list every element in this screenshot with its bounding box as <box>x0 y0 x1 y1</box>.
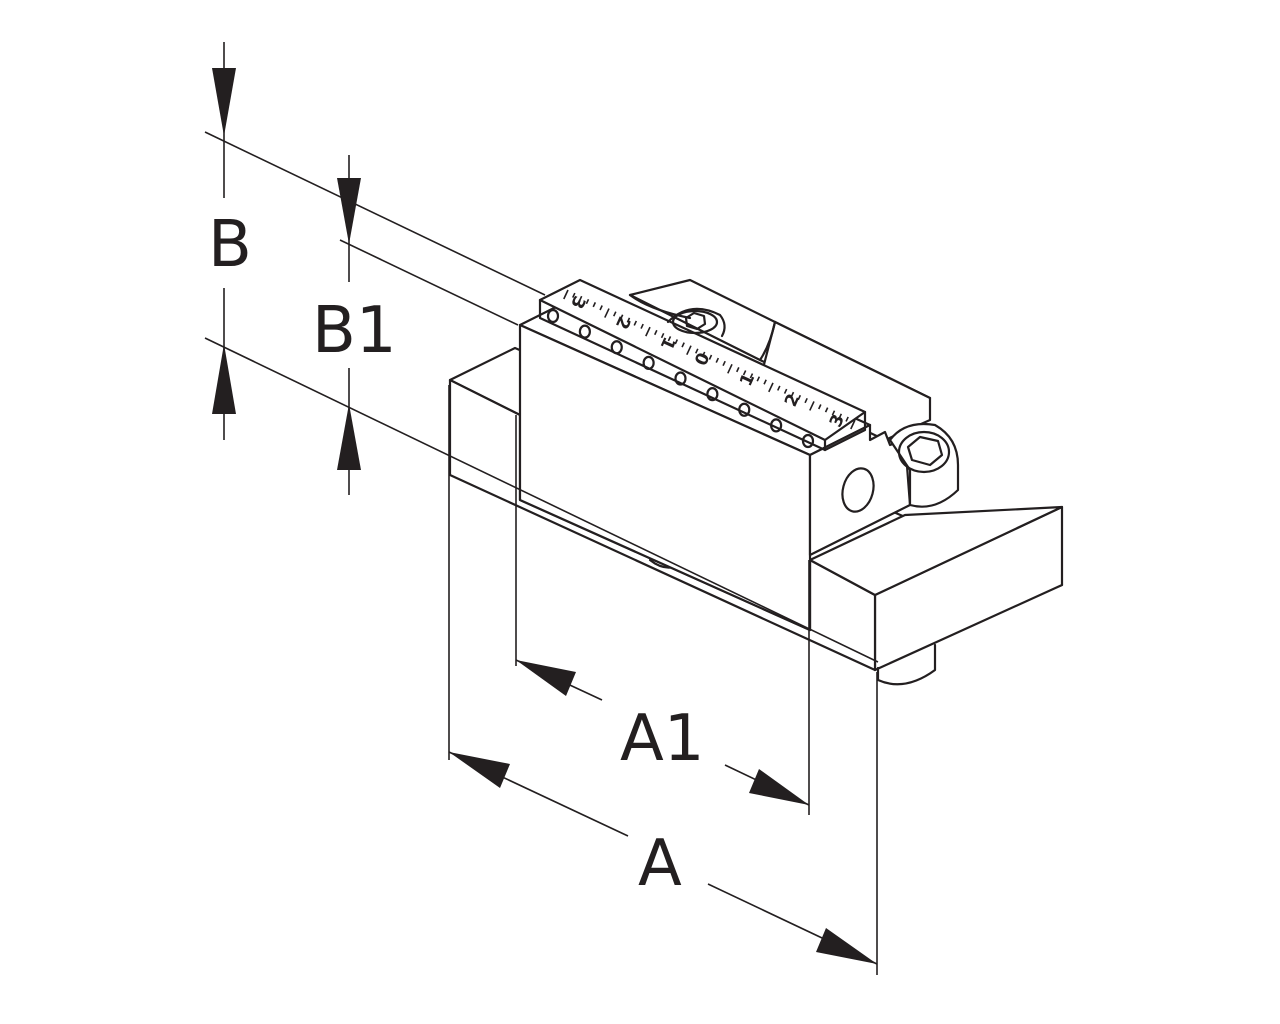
scale-tick <box>585 298 590 305</box>
scale-tick <box>681 342 685 348</box>
scale-tick <box>715 357 720 363</box>
scale-tick <box>790 391 795 397</box>
scale-tick <box>797 394 802 401</box>
scale-dot <box>546 308 560 324</box>
scale-dot <box>801 433 815 449</box>
scale-tick <box>831 410 836 416</box>
scale-dot <box>706 387 719 402</box>
b1-top-arrow <box>337 178 361 244</box>
scale-dot <box>578 324 591 339</box>
a-left-arrow <box>449 752 510 788</box>
scale-tick <box>818 404 822 410</box>
scale-tick <box>686 345 692 356</box>
a-right-arrow <box>816 928 877 964</box>
scale-tick <box>727 363 733 374</box>
dimension-label-b: B <box>208 208 252 282</box>
scale-tick <box>742 370 747 376</box>
scale-tick <box>640 323 644 329</box>
scale-tick <box>563 289 569 300</box>
scale-tick <box>777 385 781 391</box>
scale-tick <box>626 317 631 323</box>
scale-tick <box>722 360 726 367</box>
base-bottom-stud <box>876 643 937 686</box>
end-face-hole <box>841 467 875 513</box>
scale-dot <box>770 418 783 433</box>
scale-tick <box>809 401 815 411</box>
socket-head-screw-rear <box>666 307 726 338</box>
scale-tick <box>667 336 672 342</box>
b-top-arrow <box>212 68 236 136</box>
scale-tick <box>572 292 576 298</box>
scale-tick <box>736 367 740 373</box>
scale-tick <box>850 419 856 430</box>
scale-dots <box>546 308 815 449</box>
scale-tick <box>768 382 774 393</box>
scale-tick <box>763 379 767 385</box>
scale-tick <box>701 351 706 357</box>
dimension-lines <box>204 42 879 975</box>
scale-tick <box>783 388 788 394</box>
scale-tick <box>845 416 849 422</box>
scale-tick <box>756 376 761 382</box>
scale-tick <box>604 308 610 318</box>
scale-tick <box>592 302 597 308</box>
scale-tick <box>654 329 658 336</box>
scale-dot <box>642 355 655 370</box>
scale-tick <box>578 295 583 302</box>
b-bottom-arrow <box>212 344 236 414</box>
dimension-label-a1: A1 <box>620 702 705 776</box>
scale-tick <box>619 314 624 320</box>
scale-tick <box>695 348 699 354</box>
scale-tick <box>660 332 665 339</box>
scale-tick <box>838 413 843 419</box>
jaw-end-face <box>808 423 912 557</box>
b1-bottom-arrow <box>337 404 361 470</box>
scale-tick <box>824 407 829 413</box>
scale-dot <box>610 340 623 355</box>
a1-left-arrow <box>516 660 576 696</box>
socket-head-screw-front <box>888 422 960 508</box>
scale-tick <box>613 311 617 317</box>
scale-dot <box>738 402 751 417</box>
base-step-top <box>808 505 1064 597</box>
scale-tick <box>804 397 808 404</box>
scale-tick <box>633 320 638 326</box>
scale-tick <box>749 373 754 379</box>
scale-tick <box>674 339 679 345</box>
scale-tick <box>708 354 713 360</box>
scale-ticks <box>563 289 856 430</box>
scale-tick <box>599 305 603 311</box>
dimension-label-b1: B1 <box>312 294 397 368</box>
scale-tick <box>645 326 651 337</box>
a1-right-arrow <box>749 769 809 805</box>
scale-dot <box>674 371 687 386</box>
dimension-label-a: A <box>638 827 682 901</box>
jaw-body <box>518 278 932 632</box>
